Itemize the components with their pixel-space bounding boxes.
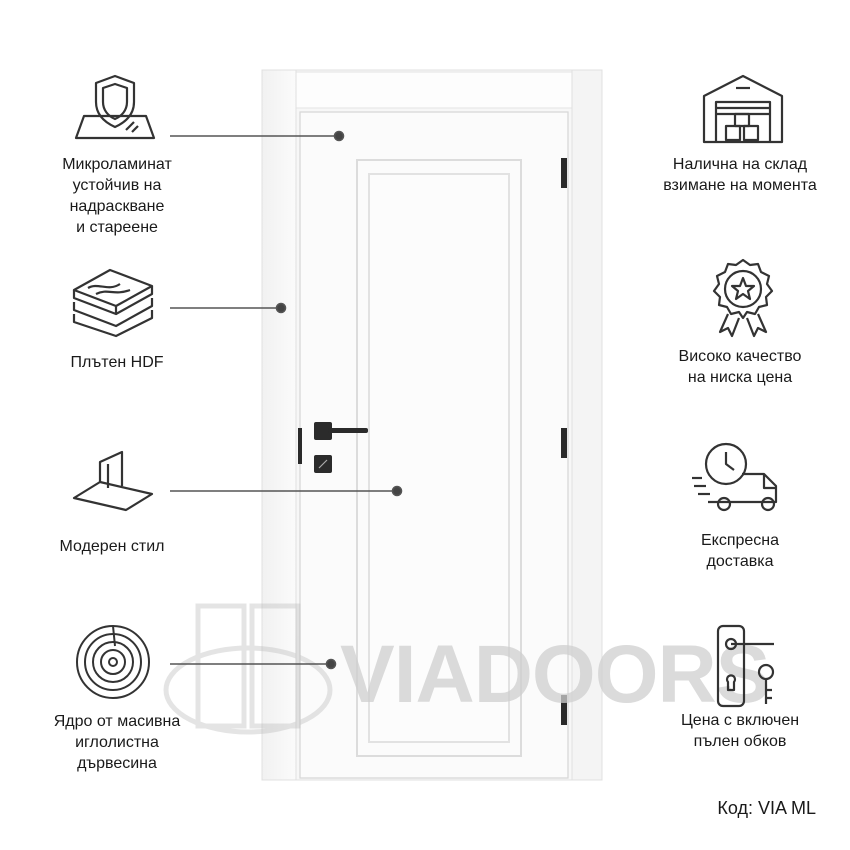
hinge-top	[561, 158, 567, 188]
feature-label-express-delivery: Експресна доставка	[640, 530, 840, 572]
feature-label-modern-style: Модерен стил	[12, 536, 212, 557]
label-line: Ядро от масивна	[53, 713, 181, 730]
quality-badge-icon	[712, 258, 774, 338]
watermark-logo: VIADOORS	[340, 629, 770, 720]
door-handle-key-icon	[716, 624, 775, 708]
product-code: Код: VIA ML	[717, 798, 816, 818]
express-delivery-icon	[692, 442, 778, 512]
label-line: Микроламинат	[62, 156, 172, 173]
hinge-middle	[561, 428, 567, 458]
warehouse-icon	[702, 74, 784, 144]
label-line: Налична на склад	[672, 156, 808, 173]
feature-label-high-quality: Високо качество на ниска цена	[640, 346, 840, 388]
label-line: Високо качество	[678, 348, 802, 365]
label-line: устойчив на	[72, 177, 162, 194]
shield-laminate-icon	[74, 74, 156, 140]
label-line: Експресна	[700, 532, 780, 549]
feature-label-in-stock: Налична на склад взимане на момента	[640, 154, 840, 196]
label-line: на ниска цена	[687, 369, 793, 386]
label-line: пълен обков	[693, 733, 787, 750]
hinge-bottom	[561, 695, 567, 725]
label-line: надраскване	[69, 198, 165, 215]
feature-label-hdf: Плътен HDF	[22, 352, 212, 373]
label-line: доставка	[706, 553, 774, 570]
label-line: Цена с включен	[680, 712, 800, 729]
hdf-layers-icon	[72, 268, 154, 338]
label-line: и стареене	[76, 219, 158, 236]
label-line: иглолистна	[75, 734, 159, 751]
feature-label-wood-core: Ядро от масивна иглолистна дървесина	[12, 711, 222, 774]
modern-style-icon	[72, 450, 154, 512]
wood-core-icon	[76, 625, 150, 699]
feature-label-microlaminate: Микроламинат устойчив на надраскване и с…	[22, 154, 212, 238]
feature-label-full-hardware: Цена с включен пълен обков	[640, 710, 840, 752]
label-line: Модерен стил	[59, 538, 165, 555]
label-line: взимане на момента	[663, 177, 817, 194]
label-line: Плътен HDF	[70, 354, 164, 371]
label-line: дървесина	[77, 755, 157, 772]
